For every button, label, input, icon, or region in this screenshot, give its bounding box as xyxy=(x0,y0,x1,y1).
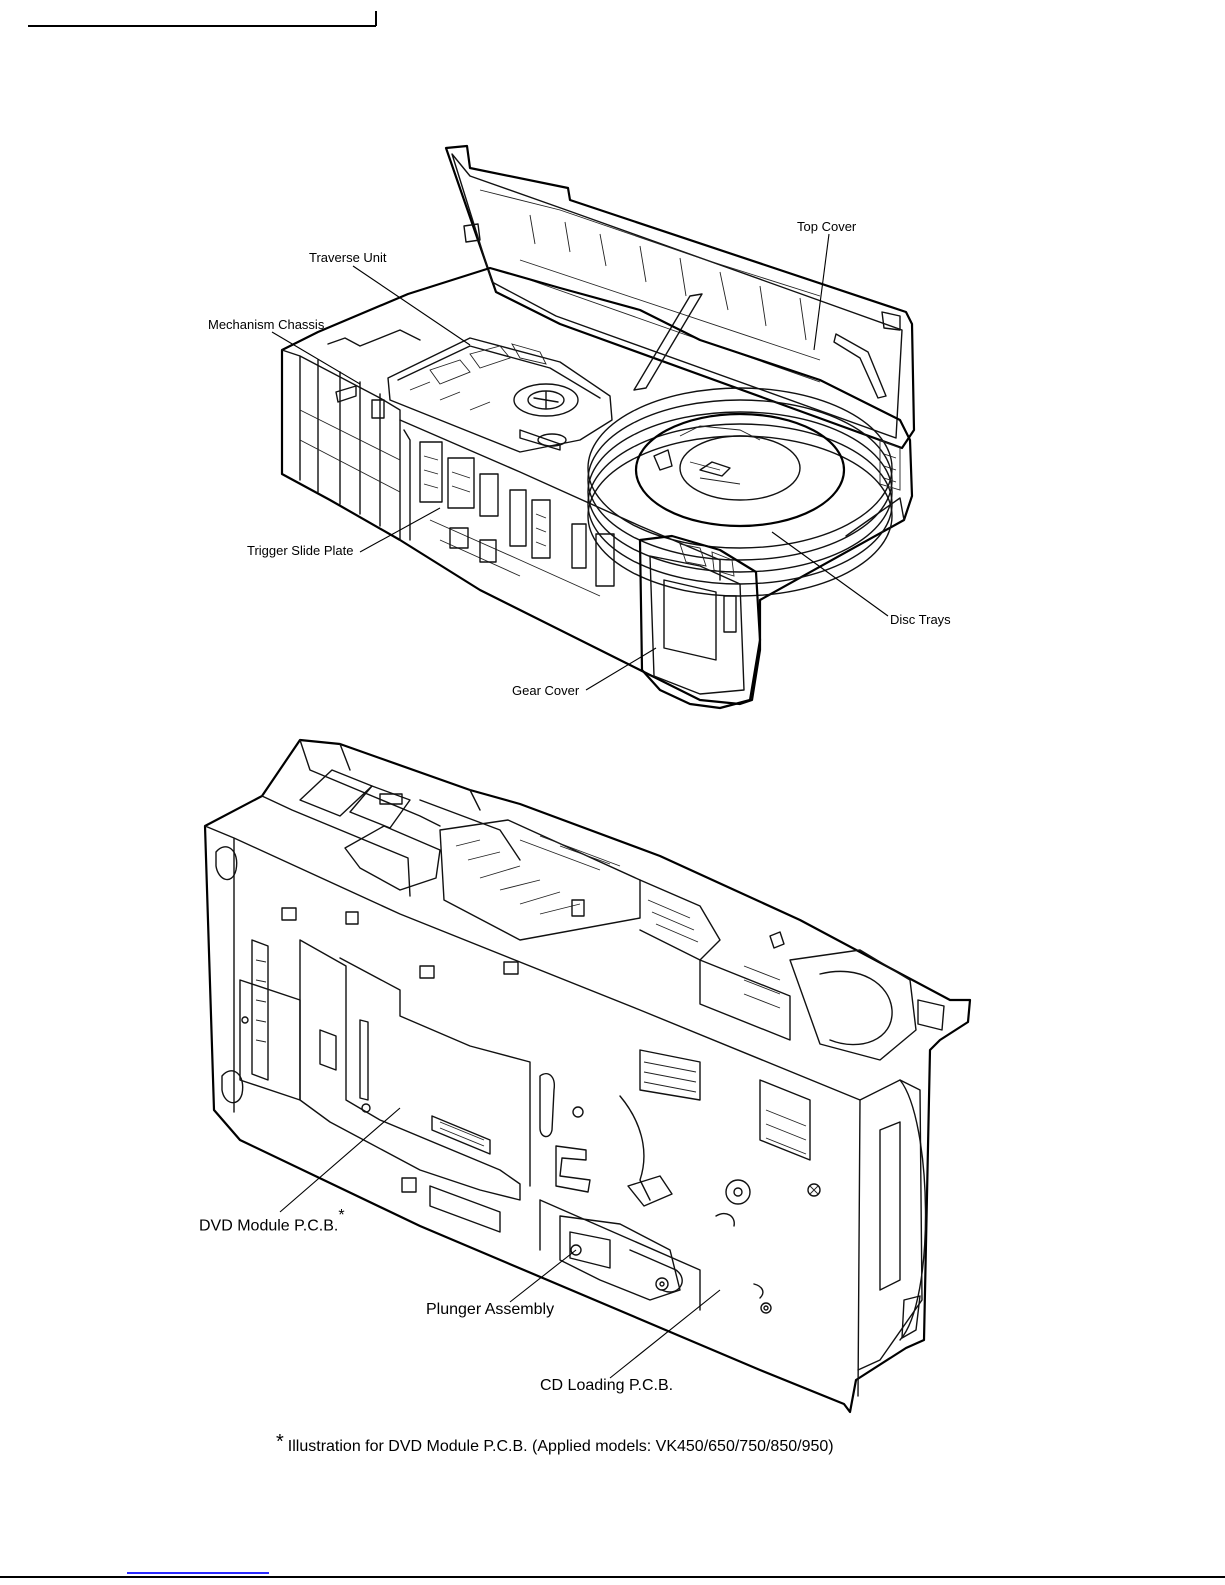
label-mechanism-chassis: Mechanism Chassis xyxy=(208,318,324,331)
label-trigger-slide-plate: Trigger Slide Plate xyxy=(247,544,353,557)
footer-rule xyxy=(0,1576,1225,1578)
unit-bottom-view-drawing xyxy=(205,740,970,1412)
traverse-unit-part xyxy=(388,338,612,452)
leader-plunger-assembly xyxy=(510,1250,576,1302)
footnote-marker: * xyxy=(276,1431,284,1453)
label-dvd-module-marker: * xyxy=(338,1207,344,1224)
leader-dvd-module-pcb xyxy=(280,1108,400,1212)
label-plunger-assembly: Plunger Assembly xyxy=(426,1302,554,1318)
main-chassis-part xyxy=(205,740,970,1412)
footer-link-underline xyxy=(127,1572,269,1574)
leader-cd-loading-pcb xyxy=(610,1290,720,1378)
gear-cover-part xyxy=(640,536,760,708)
leader-top-cover xyxy=(814,234,829,350)
label-gear-cover: Gear Cover xyxy=(512,684,579,697)
leader-traverse-unit xyxy=(353,266,470,345)
label-disc-trays: Disc Trays xyxy=(890,613,951,626)
label-top-cover: Top Cover xyxy=(797,220,856,233)
mechanism-chassis-part xyxy=(282,268,912,704)
end-drum-part xyxy=(858,1080,926,1370)
footnote: *Illustration for DVD Module P.C.B. (App… xyxy=(276,1434,834,1457)
footnote-text: Illustration for DVD Module P.C.B. (Appl… xyxy=(288,1438,834,1455)
top-rail-part xyxy=(300,770,944,1060)
label-dvd-module-pcb: DVD Module P.C.B.* xyxy=(199,1212,345,1234)
dvd-module-pcb-part xyxy=(282,908,530,1232)
label-cd-loading-pcb: CD Loading P.C.B. xyxy=(540,1378,673,1394)
leader-gear-cover xyxy=(586,648,656,690)
leader-mechanism-chassis xyxy=(272,332,360,384)
label-dvd-module-pcb-text: DVD Module P.C.B. xyxy=(199,1217,338,1234)
label-traverse-unit: Traverse Unit xyxy=(309,251,387,264)
cd-loading-pcb-part xyxy=(540,1050,820,1313)
top-cover-part xyxy=(446,146,914,448)
